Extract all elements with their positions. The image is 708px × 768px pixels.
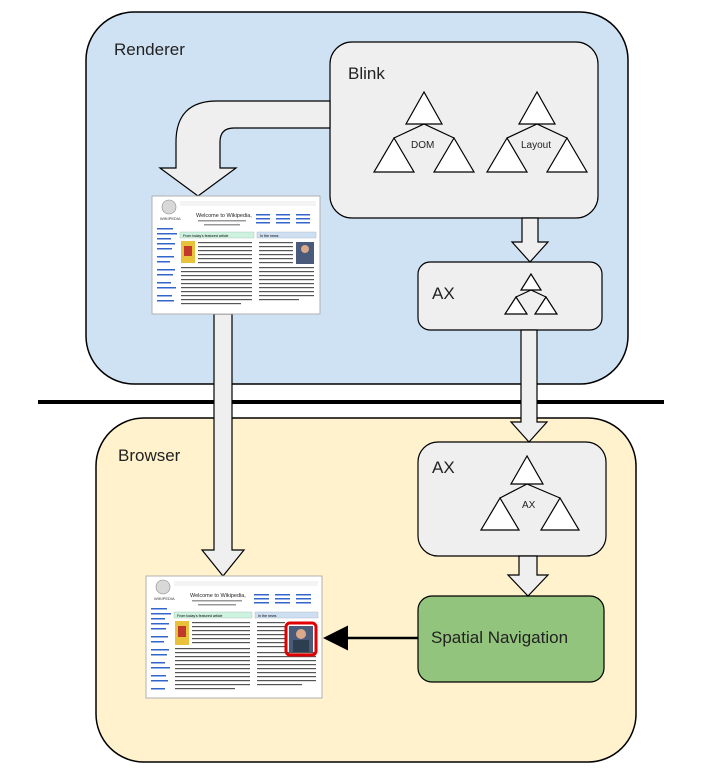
renderer-label: Renderer	[114, 40, 185, 59]
tree-edge	[499, 483, 561, 499]
wikipedia-wordmark: WIKIPEDIA	[160, 216, 181, 221]
wikipedia-heading: Welcome to Wikipedia,	[196, 213, 252, 219]
svg-text:From today's featured article: From today's featured article	[177, 614, 222, 618]
tree-node	[479, 496, 521, 531]
tree-node	[533, 295, 559, 315]
tree-node	[539, 496, 581, 531]
dom-label: DOM	[411, 140, 435, 151]
wikipedia-screenshot-top: WIKIPEDIA Welcome to Wikipedia, From tod…	[151, 195, 321, 315]
wikipedia-heading: Welcome to Wikipedia,	[190, 593, 246, 599]
ax-renderer-tree	[503, 272, 559, 315]
layout-label: Layout	[521, 140, 552, 151]
blink-box	[329, 41, 599, 219]
ax-tree-label: AX	[522, 500, 536, 511]
spatial-navigation-label: Spatial Navigation	[431, 628, 569, 647]
dom-tree	[372, 90, 476, 173]
blink-label: Blink	[348, 64, 385, 83]
tree-node	[503, 295, 529, 315]
wikipedia-screenshot-bottom: WIKIPEDIA Welcome to Wikipedia, From tod…	[145, 575, 323, 699]
focused-element-highlight	[284, 621, 318, 657]
tree-node	[432, 136, 476, 173]
tree-node	[372, 136, 416, 173]
tree-edge	[515, 289, 547, 298]
wikipedia-wordmark: WIKIPEDIA	[154, 596, 175, 601]
tree-node	[485, 136, 529, 173]
tree-node	[545, 136, 589, 173]
svg-text:In the news: In the news	[258, 614, 277, 618]
ax-browser-tree	[479, 454, 581, 531]
ax-to-spatial-nav-arrow	[506, 555, 550, 597]
svg-text:From today's featured article: From today's featured article	[183, 234, 228, 238]
ax-renderer-label: AX	[432, 284, 455, 303]
tree-edge	[506, 123, 568, 139]
blink-to-ax-arrow	[510, 217, 550, 263]
wikipedia-logo-icon	[155, 579, 171, 595]
wikipedia-logo-icon	[161, 199, 177, 215]
ax-renderer-to-ax-browser-arrow	[509, 329, 549, 443]
ax-browser-label: AX	[432, 458, 455, 477]
svg-text:In the news: In the news	[260, 234, 279, 238]
renderer-screenshot-to-browser-screenshot-arrow	[200, 313, 246, 577]
layout-tree	[485, 90, 589, 173]
tree-edge	[393, 123, 455, 139]
browser-label: Browser	[118, 446, 181, 465]
